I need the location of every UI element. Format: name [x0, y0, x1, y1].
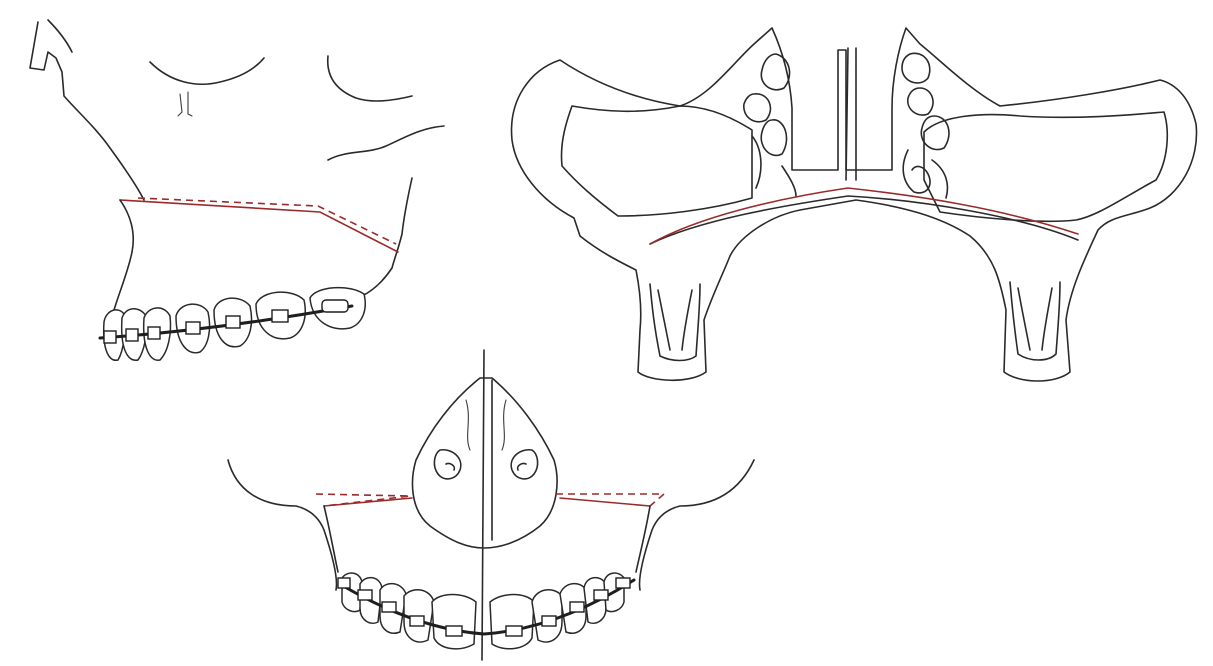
palatal-floor [650, 196, 1078, 244]
left-maxillary-sinus [561, 106, 752, 216]
left-nasal-concha [434, 450, 460, 479]
anterior-maxilla-outline [114, 200, 133, 310]
right-cheek-outline [640, 460, 755, 590]
face-profile-outline [30, 22, 144, 200]
nasal-suture-lines [466, 400, 506, 450]
frontal-process-line [48, 20, 72, 52]
osteotomy-cut-lateral-dashed [138, 198, 396, 244]
frontal-view-panel [220, 340, 780, 664]
lacrimal-mark [178, 92, 192, 116]
osteotomy-cut-frontal-right-dashed [556, 494, 664, 506]
orbit-contour [150, 58, 264, 84]
coronal-outer-contour [512, 28, 1197, 381]
right-ethmoid-cells [902, 53, 949, 198]
left-cheek-outline [228, 460, 337, 590]
lateral-view-panel [0, 0, 470, 380]
osteotomy-cut-lateral [120, 200, 398, 252]
right-nasal-concha [511, 450, 537, 479]
nasal-septum [846, 48, 856, 180]
zygomatic-arch-lower [328, 126, 444, 160]
maxilla-frontal-outline [324, 506, 650, 572]
osteotomy-cut-frontal-left [324, 498, 412, 506]
right-molar-root [1010, 282, 1060, 360]
zygomatic-arch-upper [328, 56, 412, 101]
osteotomy-cut-frontal-right [560, 498, 650, 506]
